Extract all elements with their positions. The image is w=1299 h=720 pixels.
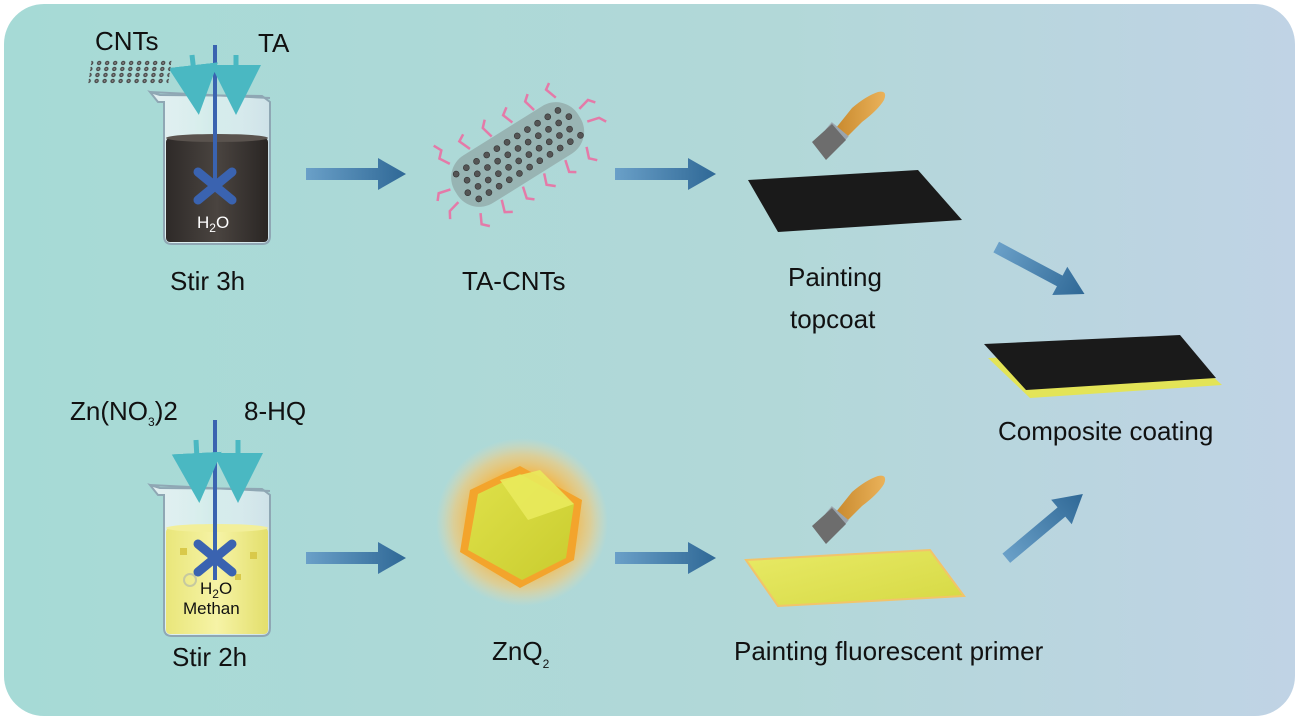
feed-arrow-cnts: [168, 54, 218, 115]
cnt-strip-icon: [88, 60, 172, 84]
paint-brush-top-icon: [812, 91, 886, 160]
paint-brush-bottom-icon: [812, 475, 886, 544]
product-znq2: ZnQ2: [492, 636, 550, 671]
yellow-liquid: [166, 528, 268, 634]
reagent-8-hq: 8-HQ: [244, 396, 306, 426]
flow-arrow-to-composite-bottom: [1002, 494, 1083, 563]
flow-arrow-to-composite-top: [993, 241, 1085, 296]
coat-label-topcoat: topcoat: [790, 304, 876, 334]
solvent-bottom: H2O: [200, 579, 232, 601]
ta-cnts-structure: [433, 82, 607, 228]
step-stir-2h: Stir 2h: [172, 642, 247, 672]
reagent-zinc-nitrate: Zn(NO3)2: [70, 396, 178, 429]
flow-arrow-bottom-2: [615, 542, 716, 574]
result-composite-coating: Composite coating: [998, 416, 1213, 446]
background-panel: [4, 4, 1295, 716]
solvent-top: H2O: [197, 213, 229, 235]
product-ta-cnts: TA-CNTs: [462, 266, 566, 296]
coat-label-painting: Painting: [788, 262, 882, 292]
reagent-cnts: CNTs: [95, 26, 159, 56]
reagent-ta: TA: [258, 28, 290, 58]
flow-arrow-top-2: [615, 158, 716, 190]
step-stir-3h: Stir 3h: [170, 266, 245, 296]
flow-arrow-top-1: [306, 158, 406, 190]
feed-arrow-zn: [171, 439, 222, 503]
znq2-crystal: [436, 438, 608, 606]
topcoat-plate: [748, 170, 962, 232]
coat-label-primer: Painting fluorescent primer: [734, 636, 1044, 666]
solvent-methan: Methan: [183, 599, 240, 618]
composite-coating-plate: [984, 335, 1222, 398]
primer-plate: [744, 548, 966, 608]
flow-arrow-bottom-1: [306, 542, 406, 574]
